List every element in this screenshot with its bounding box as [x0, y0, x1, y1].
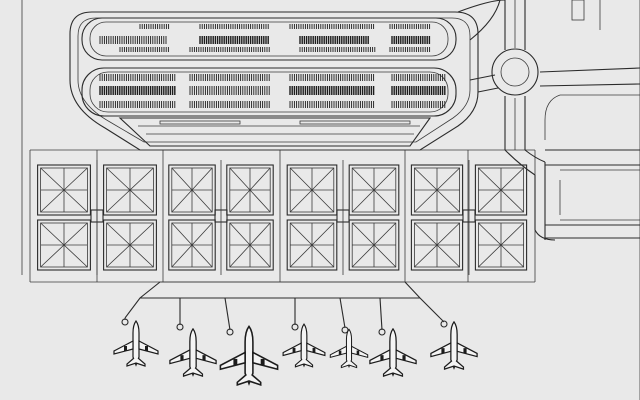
terminal-pavilion	[37, 219, 91, 271]
aircraft-engine	[202, 355, 206, 361]
terminal-pavilion	[226, 219, 274, 271]
aircraft-fuselage	[132, 319, 140, 367]
terminal-pavilion	[286, 219, 338, 271]
jet-bridge-head	[176, 323, 184, 331]
pavilion-outline	[226, 164, 274, 216]
aircraft-engine	[180, 355, 184, 361]
pavilion-outline	[37, 164, 91, 216]
pavilion-outline	[410, 164, 464, 216]
jet-bridge-head	[121, 318, 129, 326]
site-boundary	[21, 0, 640, 400]
pavilion-outline	[103, 219, 157, 271]
aircraft-tail	[294, 358, 314, 368]
terminal-module	[168, 160, 274, 275]
terminal-pavilion	[348, 219, 400, 271]
terminal-module	[410, 160, 528, 275]
jet-bridge-head	[440, 320, 448, 328]
pavilion-outline	[474, 219, 528, 271]
aircraft-tail	[126, 357, 146, 367]
terminal-pavilion	[168, 219, 216, 271]
aircraft-fuselage	[389, 327, 397, 377]
terminal-pavilion	[348, 164, 400, 216]
apron-pier	[124, 281, 441, 319]
curbside-frontage	[118, 117, 432, 147]
terminal-pavilion	[103, 219, 157, 271]
pavilion-outline	[168, 164, 216, 216]
aircraft-fuselage	[244, 325, 254, 386]
jet-bridge	[339, 297, 346, 329]
aircraft-engine	[338, 350, 342, 355]
aircraft-engine	[356, 350, 360, 355]
aircraft-gate-3	[219, 325, 279, 386]
aircraft-engine	[402, 355, 406, 361]
parking-stalls-upper	[99, 24, 431, 52]
aircraft-group	[113, 319, 478, 386]
pavilion-outline	[474, 164, 528, 216]
aircraft-fuselage	[189, 327, 197, 377]
terminal-pavilion	[410, 219, 464, 271]
terminal-pavilion	[37, 164, 91, 216]
roundabout	[491, 48, 539, 96]
pavilion-outline	[226, 219, 274, 271]
aircraft-fuselage	[450, 320, 458, 370]
pavilion-outline	[348, 164, 400, 216]
terminal-pavilion	[410, 164, 464, 216]
terminal-pavilion	[103, 164, 157, 216]
terminal-module	[37, 160, 157, 275]
pavilion-outline	[410, 219, 464, 271]
aircraft-gate-2	[169, 327, 217, 378]
terminal-pavilion	[474, 164, 528, 216]
terminal-pavilion	[474, 219, 528, 271]
aircraft-tail	[236, 373, 262, 386]
aircraft-tail	[182, 367, 204, 378]
roadway-network-east	[457, 0, 640, 241]
jet-bridge	[379, 297, 383, 331]
parking-deck-lower	[81, 67, 457, 117]
aircraft-gate-1	[113, 319, 159, 367]
terminal-module	[286, 160, 400, 275]
aircraft-tail	[340, 360, 358, 369]
aircraft-fuselage	[300, 323, 308, 368]
aircraft-engine	[312, 347, 316, 353]
aircraft-gate-5	[329, 328, 369, 369]
aircraft-tail	[443, 360, 465, 371]
jet-bridge	[224, 297, 231, 331]
pavilion-outline	[37, 219, 91, 271]
terminal-pavilion	[168, 164, 216, 216]
pavilion-outline	[286, 164, 338, 216]
terminal-modules	[37, 160, 528, 275]
pavilion-outline	[286, 219, 338, 271]
aircraft-tail	[382, 367, 404, 378]
aircraft-engine	[260, 358, 265, 366]
jet-bridges	[121, 297, 448, 336]
pavilion-outline	[103, 164, 157, 216]
jet-bridge-head	[378, 328, 386, 336]
aircraft-engine	[124, 346, 127, 351]
aircraft-engine	[441, 348, 445, 354]
pavilion-outline	[168, 219, 216, 271]
jet-bridge-head	[226, 328, 234, 336]
aircraft-engine	[380, 355, 384, 361]
aircraft-gate-7	[430, 320, 478, 371]
aircraft-fuselage	[345, 328, 353, 369]
aircraft-gate-4	[282, 323, 326, 368]
terminal-pavilion	[286, 164, 338, 216]
aircraft-engine	[463, 348, 467, 354]
parking-deck-upper	[81, 17, 457, 61]
aircraft-gate-6	[369, 327, 417, 378]
parking-stalls-lower	[99, 74, 446, 108]
terminal-pavilion	[226, 164, 274, 216]
aircraft-engine	[292, 347, 296, 353]
jet-bridge-head	[291, 323, 299, 331]
aircraft-engine	[233, 358, 238, 366]
aircraft-engine	[145, 346, 148, 351]
pavilion-outline	[348, 219, 400, 271]
